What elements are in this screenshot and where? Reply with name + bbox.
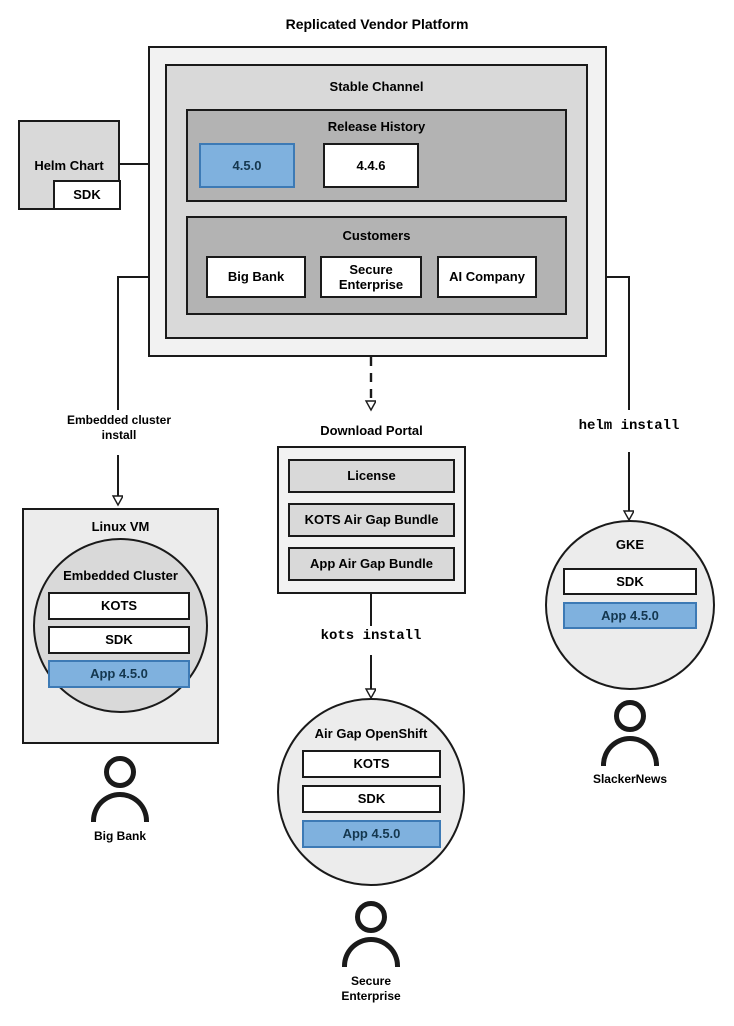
helm-chart-label: Helm Chart xyxy=(34,158,104,173)
customer-label-slackernews: SlackerNews xyxy=(592,772,668,786)
portal-artifact-app-air-gap-bundle[interactable]: App Air Gap Bundle xyxy=(288,547,455,581)
openshift-component-app[interactable]: App 4.5.0 xyxy=(302,820,441,848)
embedded-cluster-title: Embedded Cluster xyxy=(63,568,178,583)
air-gap-openshift-title: Air Gap OpenShift xyxy=(314,726,428,741)
customer-secure-enterprise[interactable]: Secure Enterprise xyxy=(320,256,422,298)
download-portal-title: Download Portal xyxy=(320,423,423,438)
customer-big-bank[interactable]: Big Bank xyxy=(206,256,306,298)
gke-component-app[interactable]: App 4.5.0 xyxy=(563,602,697,629)
linux-vm-title: Linux VM xyxy=(91,519,150,534)
linux-vm-component-sdk[interactable]: SDK xyxy=(48,626,190,654)
customer-label-secure-enterprise: Secure Enterprise xyxy=(341,974,401,1003)
person-body-icon xyxy=(91,792,149,822)
person-body-icon xyxy=(342,937,400,967)
page-title: Replicated Vendor Platform xyxy=(285,16,469,32)
release-4-4-6[interactable]: 4.4.6 xyxy=(323,143,419,188)
openshift-component-sdk[interactable]: SDK xyxy=(302,785,441,813)
portal-artifact-license[interactable]: License xyxy=(288,459,455,493)
customers-title: Customers xyxy=(342,228,411,243)
stable-channel-title: Stable Channel xyxy=(329,79,424,94)
gke-title: GKE xyxy=(615,537,645,552)
person-body-icon xyxy=(601,736,659,766)
embedded-install-label: Embedded cluster install xyxy=(66,413,172,442)
release-history-title: Release History xyxy=(327,119,426,134)
customer-ai-company[interactable]: AI Company xyxy=(437,256,537,298)
person-icon-secure-enterprise xyxy=(342,901,400,967)
person-head-icon xyxy=(614,700,646,732)
helm-chart-sdk-box[interactable]: SDK xyxy=(53,180,121,210)
linux-vm-component-app[interactable]: App 4.5.0 xyxy=(48,660,190,688)
person-head-icon xyxy=(104,756,136,788)
person-icon-slackernews xyxy=(601,700,659,766)
gke-component-sdk[interactable]: SDK xyxy=(563,568,697,595)
customer-label-big-bank: Big Bank xyxy=(93,829,146,843)
release-4-5-0[interactable]: 4.5.0 xyxy=(199,143,295,188)
person-icon-big-bank xyxy=(91,756,149,822)
openshift-component-kots[interactable]: KOTS xyxy=(302,750,441,778)
portal-artifact-kots-air-gap-bundle[interactable]: KOTS Air Gap Bundle xyxy=(288,503,455,537)
linux-vm-component-kots[interactable]: KOTS xyxy=(48,592,190,620)
helm-install-label: helm install xyxy=(578,418,680,434)
person-head-icon xyxy=(355,901,387,933)
kots-install-label: kots install xyxy=(320,628,422,644)
